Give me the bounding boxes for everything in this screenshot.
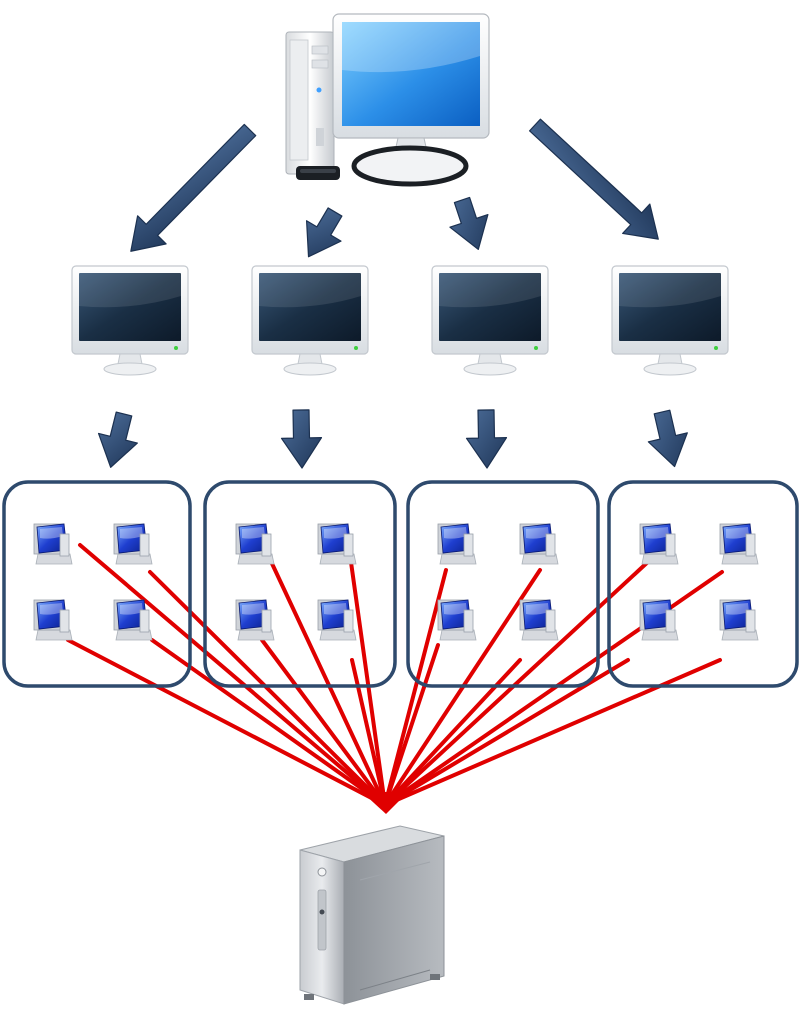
connection-line [383,568,448,807]
client-group-1 [2,480,192,688]
workstation-icon [33,523,73,565]
desktop-computer-icon [285,13,490,187]
workstation-icon [113,523,153,565]
monitor-icon [251,265,369,376]
monitor-icon [611,265,729,376]
client-groups [2,480,799,688]
workstation-icon [519,523,559,565]
arrow-icon [465,409,508,469]
connection-line [348,553,387,807]
connection-line [260,638,387,807]
connection-lines [66,543,724,807]
monitor-icon [431,265,549,376]
controller-monitors [71,265,729,376]
client-group-4 [607,480,799,688]
arrow-icon [528,118,659,240]
arrow-icon [305,207,343,258]
arrow-icon [97,411,138,468]
connection-line [78,543,387,807]
connection-line [383,658,522,807]
workstation-icon [33,599,73,641]
workstation-icon [113,599,153,641]
workstation-icon [235,523,275,565]
workstation-icon [437,523,477,565]
workstation-icon [519,599,559,641]
workstation-icon [317,599,357,641]
arrow-icon [449,196,489,250]
workstation-icon [639,523,679,565]
arrow-icon [280,409,323,469]
connection-line [383,643,440,807]
tower-server-icon [299,825,445,1005]
connection-line [350,658,387,807]
client-group-3 [406,480,600,688]
workstation-icon [719,523,759,565]
connection-line [66,638,387,807]
arrow-icon [647,409,688,468]
connection-line [150,638,387,807]
workstation-icon [719,599,759,641]
connection-line [383,658,630,807]
workstation-icon [235,599,275,641]
connection-line [266,553,387,807]
workstation-icon [437,599,477,641]
arrow-icon [130,123,257,252]
workstation-icon [317,523,357,565]
connection-line [383,658,722,807]
connection-line [383,558,652,807]
monitor-icon [71,265,189,376]
client-group-2 [203,480,397,688]
connection-line [148,570,387,807]
convergence-arrowhead [362,792,408,814]
flow-arrows [97,118,688,469]
